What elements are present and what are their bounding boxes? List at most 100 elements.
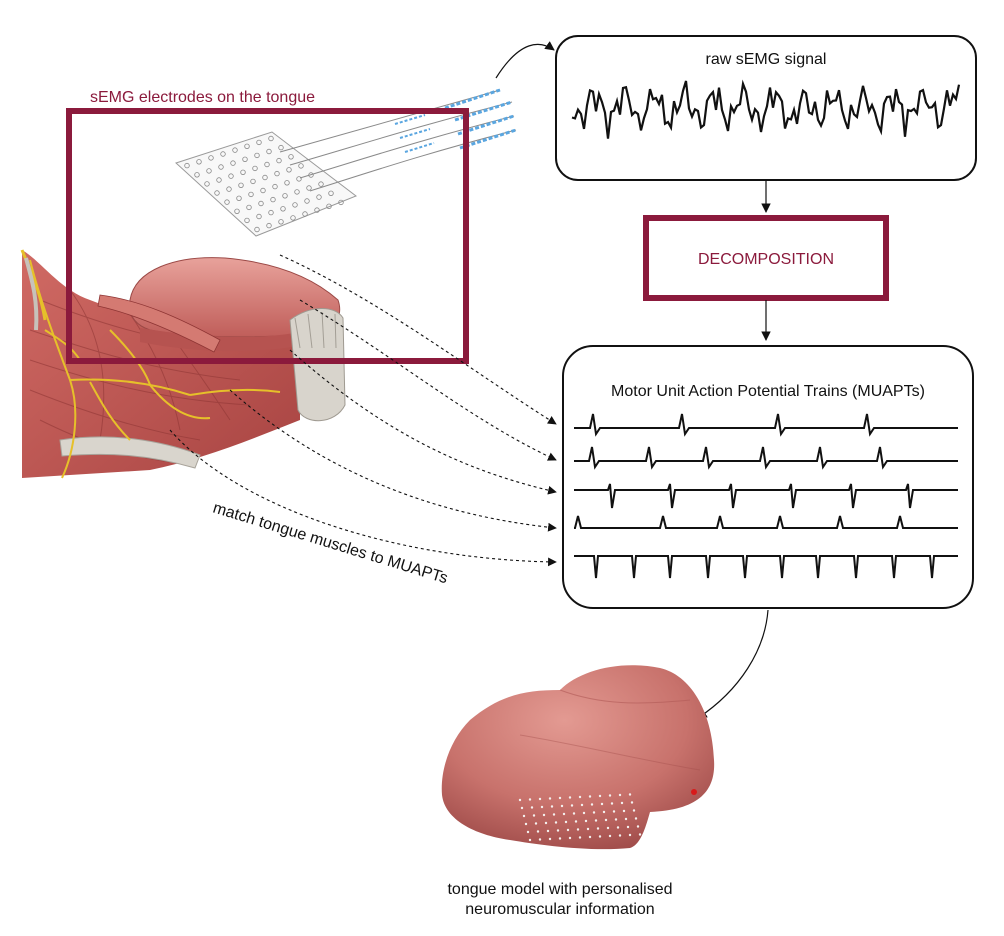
electrode-contact (296, 176, 302, 182)
model-surface-marker (630, 801, 634, 804)
model-surface-marker (584, 819, 588, 823)
model-surface-marker (598, 835, 602, 838)
electrode-contact (244, 217, 250, 224)
model-surface-marker (588, 835, 592, 839)
electrode-contact (220, 151, 226, 157)
model-surface-marker (594, 819, 598, 822)
electrode-contact (302, 211, 308, 217)
electrode-contact (224, 199, 230, 205)
model-surface-marker (592, 811, 596, 814)
electrode-contact (248, 191, 254, 198)
electrode-contact (284, 180, 290, 186)
electrode-contact (280, 206, 286, 212)
model-surface-marker (602, 810, 606, 814)
model-surface-marker (606, 826, 610, 830)
model-surface-marker (580, 803, 584, 807)
electrode-contact (314, 207, 320, 213)
muapt-trace-5 (574, 555, 958, 579)
electrode-contact (256, 213, 262, 220)
electrode-contact (292, 202, 298, 208)
raw-signal-title: raw sEMG signal (706, 51, 827, 68)
model-surface-marker (546, 829, 550, 833)
model-surface-marker (524, 822, 528, 826)
electrode-contact (226, 186, 232, 192)
model-surface-marker (610, 802, 614, 805)
raw-signal-box: raw sEMG signal (555, 35, 977, 181)
model-caption-line2: neuromuscular information (465, 901, 655, 918)
electrode-contact (268, 209, 274, 216)
decomposition-label: DECOMPOSITION (698, 251, 834, 268)
electrode-contact (256, 139, 262, 146)
electrode-contact (278, 144, 284, 151)
model-surface-marker (548, 837, 552, 841)
model-surface-marker (598, 794, 602, 798)
electrode-contact (238, 182, 244, 188)
electrode-contact (214, 190, 220, 196)
electrode-contact (244, 143, 250, 149)
electrode-contact (288, 154, 294, 160)
decomposition-box: DECOMPOSITION (643, 215, 889, 301)
muapt-trace-3 (574, 483, 958, 509)
model-surface-marker (538, 797, 542, 801)
model-surface-marker (550, 805, 554, 808)
model-surface-marker (562, 812, 566, 816)
tongue-anatomy-illustration (20, 249, 346, 479)
electrode-contact (266, 148, 272, 155)
electrode-contact (316, 194, 322, 200)
electrode-contact (242, 156, 248, 162)
match-arrow-2 (299, 299, 557, 461)
electrode-contact (234, 208, 240, 214)
model-surface-marker (570, 804, 574, 807)
electrode-contact (246, 204, 252, 211)
model-surface-marker (560, 804, 564, 808)
model-surface-marker (566, 828, 570, 832)
model-surface-marker (612, 810, 616, 813)
model-surface-marker (556, 829, 560, 832)
muapt-title: Motor Unit Action Potential Trains (MUAP… (611, 383, 925, 400)
electrode-contact (216, 177, 222, 183)
electrode-contact (276, 157, 282, 164)
model-surface-marker (596, 827, 600, 830)
muapt-trace-1 (574, 413, 958, 437)
model-surface-marker (636, 825, 640, 828)
raw-signal-waveform (571, 79, 961, 139)
model-surface-marker (538, 838, 542, 841)
model-surface-marker (618, 834, 622, 837)
model-surface-marker (578, 836, 582, 839)
electrode-contact (306, 185, 312, 191)
arrow-electrodes-to-signal (495, 41, 555, 79)
electrode-contact (196, 159, 202, 165)
model-surface-marker (548, 797, 552, 800)
electrode-contact (250, 178, 256, 185)
model-surface-marker (576, 828, 580, 831)
electrode-contact (282, 193, 288, 199)
model-surface-marker (544, 821, 548, 825)
model-surface-marker (534, 822, 538, 825)
electrode-contact (298, 163, 304, 169)
electrode-contact (294, 189, 300, 195)
muapt-trace-2 (574, 446, 958, 470)
muapt-traces (574, 413, 958, 579)
model-surface-marker (604, 818, 608, 822)
electrode-contact (274, 170, 280, 177)
model-surface-marker (518, 798, 522, 802)
electrode-contact (254, 226, 260, 233)
model-surface-marker (578, 795, 582, 799)
electrode-contact (264, 161, 270, 168)
model-surface-marker (628, 793, 632, 796)
model-surface-marker (608, 794, 612, 797)
electrode-contact (304, 198, 310, 204)
model-surface-marker (520, 806, 524, 810)
model-surface-marker (616, 826, 620, 829)
model-surface-marker (622, 809, 626, 813)
electrode-contact (286, 167, 292, 173)
electrode-contact (266, 222, 272, 229)
electrode-contact (260, 187, 266, 194)
electrode-contact (258, 200, 264, 207)
electrode-contact (206, 168, 212, 174)
electrode-contact (232, 147, 238, 153)
model-surface-marker (528, 838, 532, 842)
electrode-contact (326, 203, 332, 209)
model-caption: tongue model with personalised neuromusc… (400, 880, 720, 920)
